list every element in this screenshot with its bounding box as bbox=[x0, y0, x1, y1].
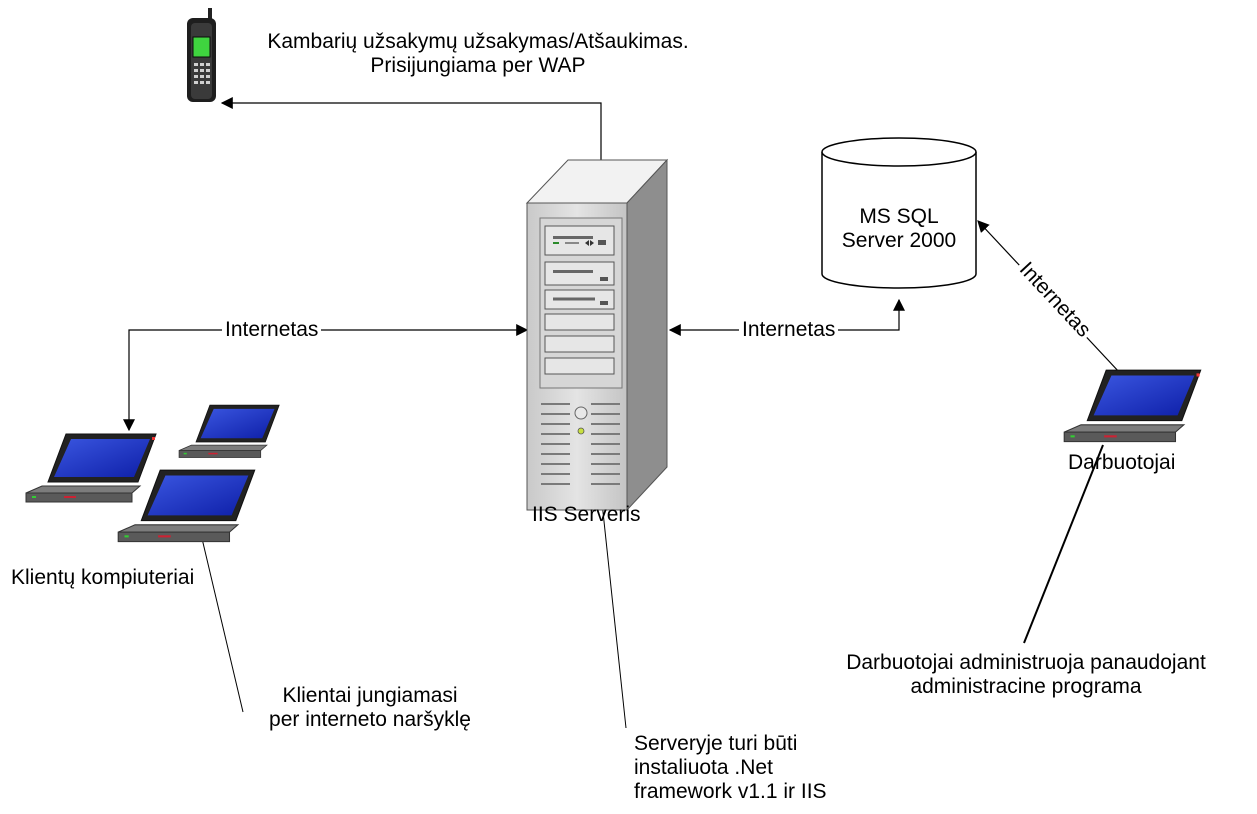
mobile-phone-icon bbox=[187, 8, 216, 102]
server-note: Serveryje turi būti instaliuota .Net fra… bbox=[634, 732, 827, 804]
clients-note-line1: Klientai jungiamasi bbox=[282, 684, 458, 707]
server-note-line3: framework v1.1 ir IIS bbox=[634, 780, 827, 803]
phone-link-line bbox=[220, 97, 607, 187]
laptop-icon bbox=[178, 404, 280, 458]
database-cylinder-icon bbox=[821, 137, 977, 289]
phone-caption-line2: Prisijungiama per WAP bbox=[370, 54, 586, 77]
laptop-icon bbox=[25, 433, 157, 503]
clients-note: Klientai jungiamasi per interneto naršyk… bbox=[240, 684, 500, 732]
employees-note-line1: Darbuotojai administruoja panaudojant bbox=[846, 651, 1206, 674]
link-label-right: Internetas bbox=[739, 318, 839, 342]
clients-link-line bbox=[123, 324, 529, 432]
laptop-icon bbox=[117, 469, 256, 543]
db-caption-line1: MS SQL bbox=[859, 205, 939, 228]
db-caption-line2: Server 2000 bbox=[841, 229, 957, 252]
employees-note-leader bbox=[1023, 444, 1104, 644]
tower-server-icon bbox=[525, 158, 669, 512]
server-note-line2: instaliuota .Net bbox=[634, 756, 773, 779]
clients-note-line2: per interneto naršyklę bbox=[269, 708, 471, 731]
server-note-line1: Serveryje turi būti bbox=[634, 732, 798, 755]
phone-caption-line1: Kambarių užsakymų užsakymas/Atšaukimas. bbox=[267, 30, 689, 53]
db-caption: MS SQL Server 2000 bbox=[829, 205, 969, 253]
employees-note-line2: administracine programa bbox=[910, 675, 1142, 698]
employees-note: Darbuotojai administruoja panaudojant ad… bbox=[800, 651, 1252, 699]
employees-caption: Darbuotojai bbox=[1068, 451, 1176, 474]
clients-caption: Klientų kompiuteriai bbox=[11, 566, 195, 589]
clients-note-leader bbox=[199, 529, 244, 713]
link-label-left: Internetas bbox=[222, 318, 322, 342]
server-caption: IIS Serveris bbox=[532, 503, 641, 526]
phone-caption: Kambarių užsakymų užsakymas/Atšaukimas. … bbox=[228, 30, 728, 78]
laptop-icon bbox=[1063, 369, 1202, 443]
